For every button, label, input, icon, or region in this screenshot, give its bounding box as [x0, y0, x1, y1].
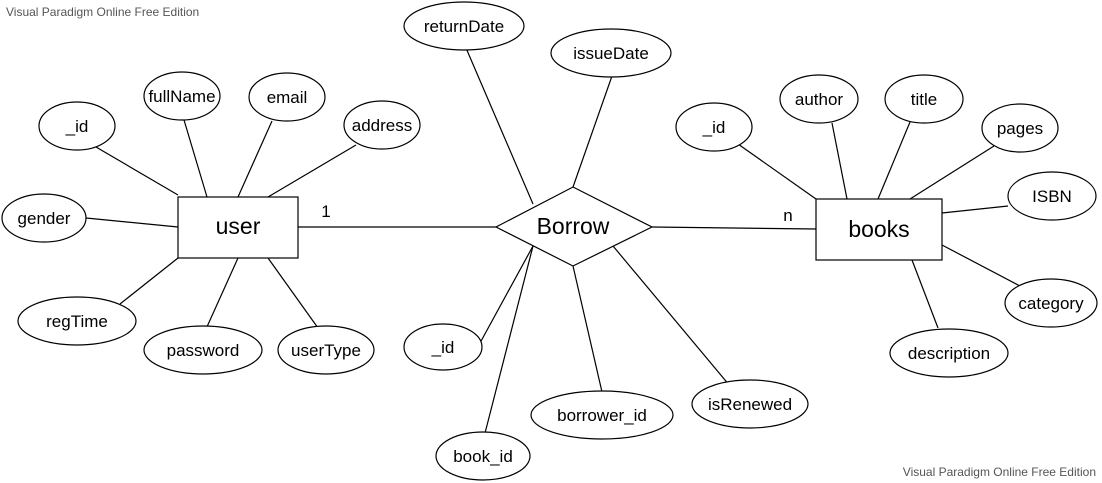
edge-borrow-returndate: [465, 47, 534, 205]
svg-text:address: address: [352, 116, 412, 135]
svg-text:_id: _id: [702, 118, 726, 137]
edge-books-pages: [909, 145, 995, 200]
attribute-borrow-id[interactable]: _id: [403, 323, 483, 371]
svg-text:returnDate: returnDate: [424, 17, 504, 36]
attribute-borrow-borrowerid[interactable]: borrower_id: [530, 390, 674, 440]
entity-books-label: books: [848, 216, 909, 242]
edge-user-password: [205, 257, 239, 330]
edge-books-id: [737, 143, 817, 200]
edge-user-gender: [85, 217, 179, 228]
attribute-user-email[interactable]: email: [248, 72, 326, 122]
edge-books-isbn: [941, 205, 1009, 214]
svg-text:isRenewed: isRenewed: [708, 395, 792, 414]
attribute-user-usertype[interactable]: userType: [277, 325, 375, 375]
edge-borrow-issuedate: [572, 75, 613, 188]
attribute-user-fullname[interactable]: fullName: [143, 71, 221, 121]
edge-books-category: [941, 244, 1021, 287]
svg-text:title: title: [911, 90, 937, 109]
attribute-books-author[interactable]: author: [779, 74, 859, 124]
edge-user-usertype: [267, 257, 319, 329]
edge-user-id: [95, 146, 179, 196]
entity-user-label: user: [216, 213, 261, 239]
edge-user-fullname: [183, 119, 208, 198]
attribute-user-address[interactable]: address: [343, 100, 421, 150]
attribute-books-title[interactable]: title: [884, 74, 964, 124]
attribute-user-id[interactable]: _id: [38, 101, 116, 151]
edge-borrow-borrowerid: [572, 265, 603, 393]
svg-text:book_id: book_id: [453, 447, 513, 466]
svg-text:author: author: [795, 90, 844, 109]
svg-text:pages: pages: [997, 119, 1043, 138]
relationship-borrow[interactable]: Borrow: [494, 186, 654, 267]
svg-text:password: password: [167, 341, 240, 360]
svg-text:_id: _id: [65, 117, 89, 136]
edge-borrow-isrenewed: [612, 245, 731, 387]
attribute-borrow-bookid[interactable]: book_id: [435, 431, 531, 481]
cardinality-books: n: [783, 206, 792, 225]
attribute-books-id[interactable]: _id: [675, 102, 753, 152]
svg-text:email: email: [267, 88, 308, 107]
edge-books-author: [831, 122, 848, 200]
edge-user-email: [237, 120, 273, 198]
svg-text:ISBN: ISBN: [1032, 187, 1072, 206]
edge-user-regtime: [119, 257, 179, 305]
svg-text:userType: userType: [291, 341, 361, 360]
svg-text:fullName: fullName: [148, 87, 215, 106]
svg-text:gender: gender: [18, 209, 71, 228]
connectors: [85, 47, 1021, 438]
attribute-borrow-returndate[interactable]: returnDate: [403, 1, 525, 51]
edge-books-title: [877, 121, 911, 200]
svg-text:category: category: [1018, 294, 1084, 313]
attribute-borrow-isrenewed[interactable]: isRenewed: [691, 379, 809, 429]
edge-books-description: [911, 259, 939, 329]
attribute-books-category[interactable]: category: [1004, 278, 1098, 328]
attribute-user-password[interactable]: password: [143, 325, 263, 375]
watermark-bottom: Visual Paradigm Online Free Edition: [902, 465, 1096, 479]
relationship-borrow-label: Borrow: [537, 213, 610, 239]
watermark-top: Visual Paradigm Online Free Edition: [6, 5, 200, 19]
edge-borrow-bookid: [483, 245, 534, 438]
cardinality-user: 1: [321, 202, 330, 221]
attribute-books-description[interactable]: description: [889, 328, 1009, 378]
svg-text:_id: _id: [431, 338, 455, 357]
attribute-user-regtime[interactable]: regTime: [17, 296, 137, 346]
entity-books[interactable]: books: [815, 198, 943, 261]
attribute-books-pages[interactable]: pages: [981, 103, 1059, 153]
svg-text:borrower_id: borrower_id: [557, 406, 647, 425]
edge-user-address: [267, 144, 357, 198]
entity-user[interactable]: user: [177, 196, 299, 259]
svg-text:regTime: regTime: [46, 312, 108, 331]
edge-borrow-id: [479, 245, 534, 344]
attribute-borrow-issuedate[interactable]: issueDate: [550, 28, 672, 78]
attribute-books-isbn[interactable]: ISBN: [1007, 171, 1097, 221]
svg-text:issueDate: issueDate: [573, 44, 649, 63]
edge-borrow-books: [651, 226, 817, 230]
svg-text:description: description: [908, 344, 990, 363]
attribute-user-gender[interactable]: gender: [1, 193, 87, 243]
